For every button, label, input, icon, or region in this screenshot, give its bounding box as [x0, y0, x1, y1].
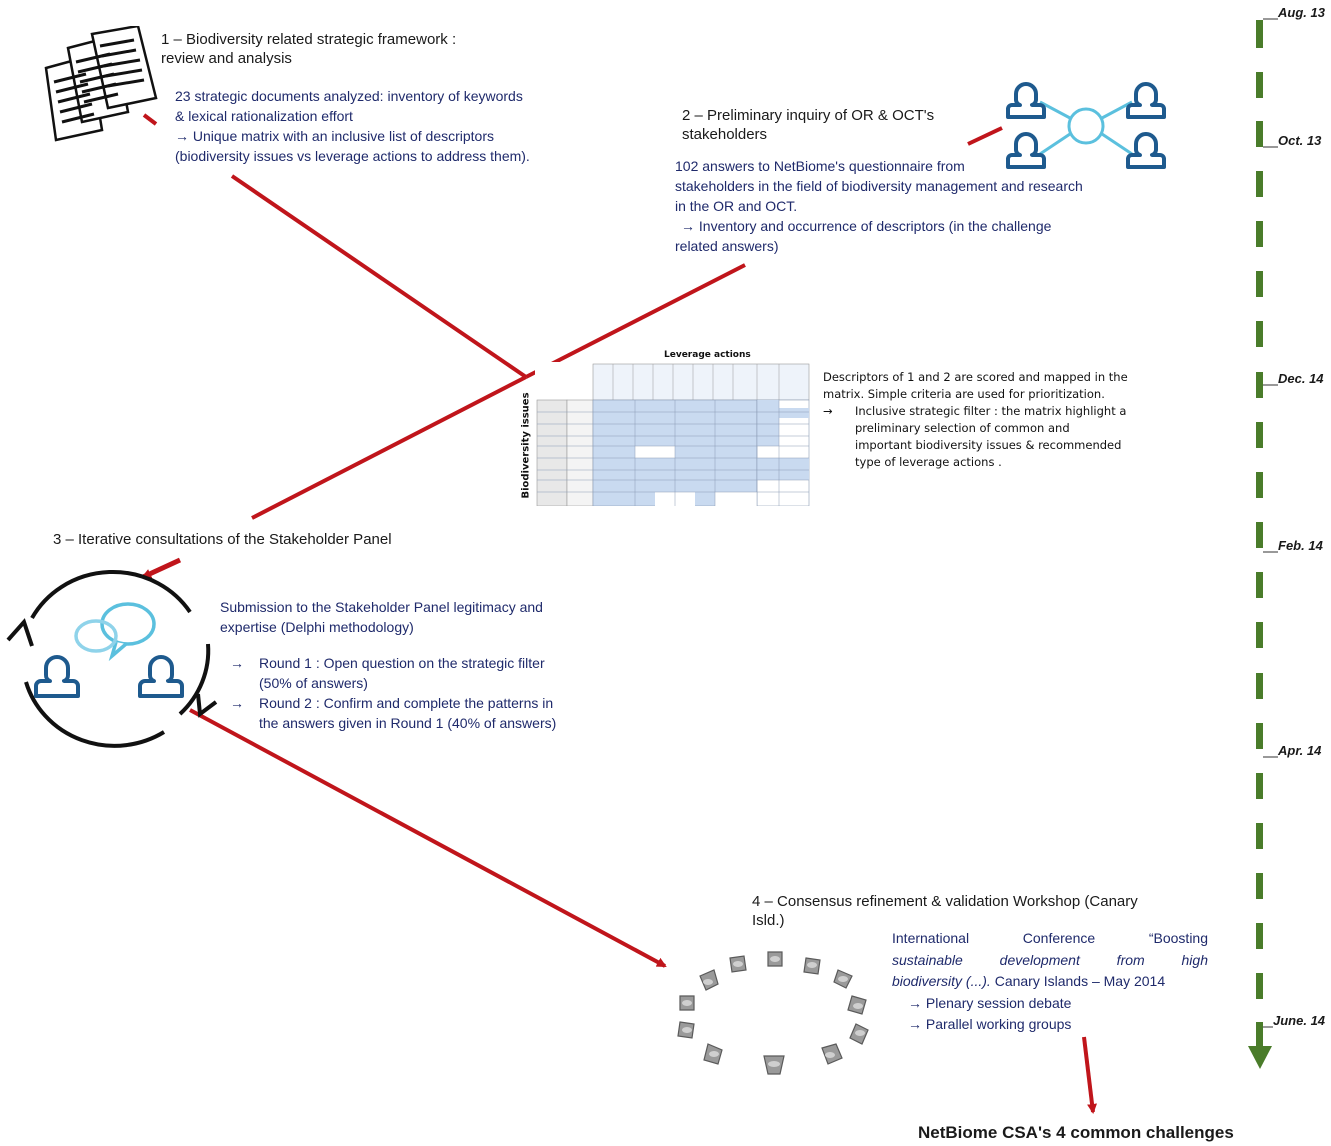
timeline-ticks [1263, 18, 1278, 1028]
timeline-arrowhead [1248, 1046, 1272, 1069]
timeline-date-oct13: Oct. 13 [1278, 133, 1322, 148]
timeline-date-feb14: Feb. 14 [1278, 538, 1323, 553]
step2-body: 102 answers to NetBiome's questionnaire … [675, 158, 1083, 254]
timeline-date-apr14: Apr. 14 [1278, 743, 1322, 758]
step2-title: 2 – Preliminary inquiry of OR & OCT's st… [682, 107, 935, 143]
timeline-dashes [1256, 20, 1263, 1046]
step4-title: 4 – Consensus refinement & validation Wo… [752, 893, 1138, 929]
timeline-date-aug13: Aug. 13 [1278, 5, 1325, 20]
step3-title: 3 – Iterative consultations of the Stake… [53, 531, 392, 548]
step3-round-2: →Round 2 : Confirm and complete the patt… [230, 695, 557, 731]
step4-conference: International Conference “Boosting susta… [892, 930, 1208, 1032]
timeline-date-dec14: Dec. 14 [1278, 371, 1324, 386]
step1-body: 23 strategic documents analyzed: invento… [175, 88, 530, 164]
connector-step2 [525, 263, 746, 379]
connector-step3-entry [141, 557, 182, 580]
step1-title: 1 – Biodiversity related strategic frame… [161, 31, 457, 67]
connector-to-step3 [251, 375, 527, 520]
outcome-label: NetBiome CSA's 4 common challenges [918, 1123, 1234, 1142]
leverage-matrix [535, 362, 811, 506]
matrix-top-label: Leverage actions [664, 350, 751, 360]
matrix-side-label: Biodiversity issues [520, 392, 532, 499]
stakeholder-network-icon [1006, 82, 1166, 169]
arrow-to-outcome [1082, 1036, 1098, 1114]
connector-step1-doc [142, 113, 158, 126]
connector-step1 [230, 174, 528, 379]
matrix-note: Descriptors of 1 and 2 are scored and ma… [823, 369, 1143, 471]
matrix-bullet: → Inclusive strategic filter : the matri… [823, 404, 1127, 469]
step3-round-1: →Round 1 : Open question on the strategi… [230, 655, 545, 691]
documents-icon [44, 26, 158, 142]
step3-intro: Submission to the Stakeholder Panel legi… [220, 599, 543, 635]
consultation-cycle-icon [6, 570, 218, 748]
workshop-chairs-icon [677, 951, 869, 1075]
arrow-to-workshop [189, 708, 667, 968]
timeline-date-jun14: June. 14 [1273, 1013, 1326, 1028]
connector-step2-icon [967, 126, 1003, 146]
